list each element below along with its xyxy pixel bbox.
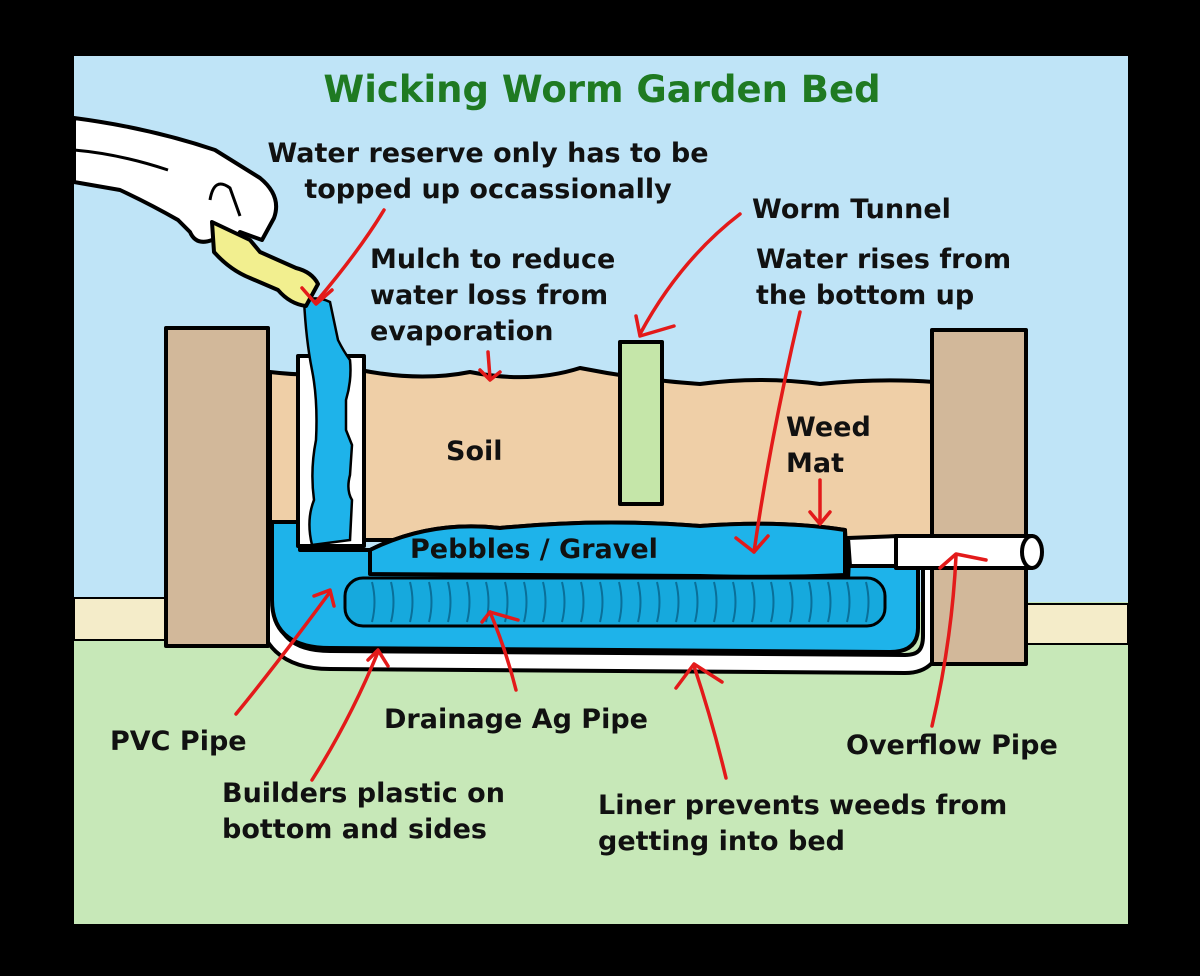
ground-strip-right	[1023, 603, 1129, 645]
pipe-rib	[371, 581, 376, 623]
arrow-worm-tunnel	[638, 212, 742, 336]
overflow-pipe	[846, 534, 1044, 570]
label-mulch-2: water loss from	[370, 280, 608, 311]
label-builders-plastic-1: Builders plastic on	[222, 778, 505, 809]
label-water-reserve-1: Water reserve only has to be	[267, 138, 708, 169]
pipe-rib	[770, 581, 775, 623]
pipe-rib	[656, 581, 661, 623]
post-left	[164, 326, 270, 648]
arrow-mulch	[486, 350, 492, 380]
label-worm-tunnel: Worm Tunnel	[752, 194, 951, 225]
pipe-rib	[504, 581, 509, 623]
label-pvc-pipe: PVC Pipe	[110, 726, 247, 757]
label-liner-1: Liner prevents weeds from	[598, 790, 1007, 821]
pipe-rib	[390, 581, 395, 623]
ground-strip-left	[73, 597, 169, 641]
pipe-rib	[808, 581, 813, 623]
arrow-water-reserve	[314, 208, 386, 304]
arrow-liner	[692, 664, 728, 780]
pipe-rib	[523, 581, 528, 623]
arrow-pvc-pipe	[234, 590, 332, 716]
pipe-rib	[827, 581, 832, 623]
pipe-rib	[542, 581, 547, 623]
pipe-rib	[447, 581, 452, 623]
label-water-rises-1: Water rises from	[756, 244, 1011, 275]
pipe-rib	[713, 581, 718, 623]
pipe-rib	[846, 581, 851, 623]
label-overflow-pipe: Overflow Pipe	[846, 730, 1058, 761]
label-liner-2: getting into bed	[598, 826, 845, 857]
label-drainage-pipe: Drainage Ag Pipe	[384, 704, 648, 735]
pipe-rib	[561, 581, 566, 623]
pipe-rib	[580, 581, 585, 623]
annotation-arrows	[234, 208, 988, 782]
label-pebbles: Pebbles / Gravel	[410, 534, 658, 565]
label-soil: Soil	[446, 436, 503, 467]
pipe-rib	[751, 581, 756, 623]
water-stream	[302, 297, 354, 547]
pipe-rib	[865, 581, 870, 623]
arrow-drainage-pipe	[488, 610, 518, 692]
arrow-water-rises	[752, 310, 802, 554]
pipe-rib	[428, 581, 433, 623]
pipe-rib	[789, 581, 794, 623]
drainage-ag-pipe	[343, 576, 887, 628]
label-mulch-3: evaporation	[370, 316, 553, 347]
label-water-reserve-2: topped up occassionally	[304, 174, 672, 205]
pipe-rib	[637, 581, 642, 623]
diagram-title: Wicking Worm Garden Bed	[323, 68, 880, 111]
worm-tunnel	[618, 340, 664, 506]
label-weed-mat-2: Mat	[786, 448, 844, 479]
pipe-rib	[675, 581, 680, 623]
label-weed-mat-1: Weed	[786, 412, 871, 443]
pipe-rib	[409, 581, 414, 623]
label-builders-plastic-2: bottom and sides	[222, 814, 487, 845]
post-right	[930, 328, 1028, 666]
pipe-rib	[732, 581, 737, 623]
arrow-overflow-pipe	[930, 554, 958, 728]
label-mulch-1: Mulch to reduce	[370, 244, 615, 275]
label-water-rises-2: the bottom up	[756, 280, 974, 311]
pipe-rib	[466, 581, 471, 623]
pipe-rib	[618, 581, 623, 623]
pipe-rib	[694, 581, 699, 623]
pipe-rib	[599, 581, 604, 623]
hand-with-hose-icon	[72, 116, 320, 308]
arrow-builders-plastic	[310, 650, 380, 782]
